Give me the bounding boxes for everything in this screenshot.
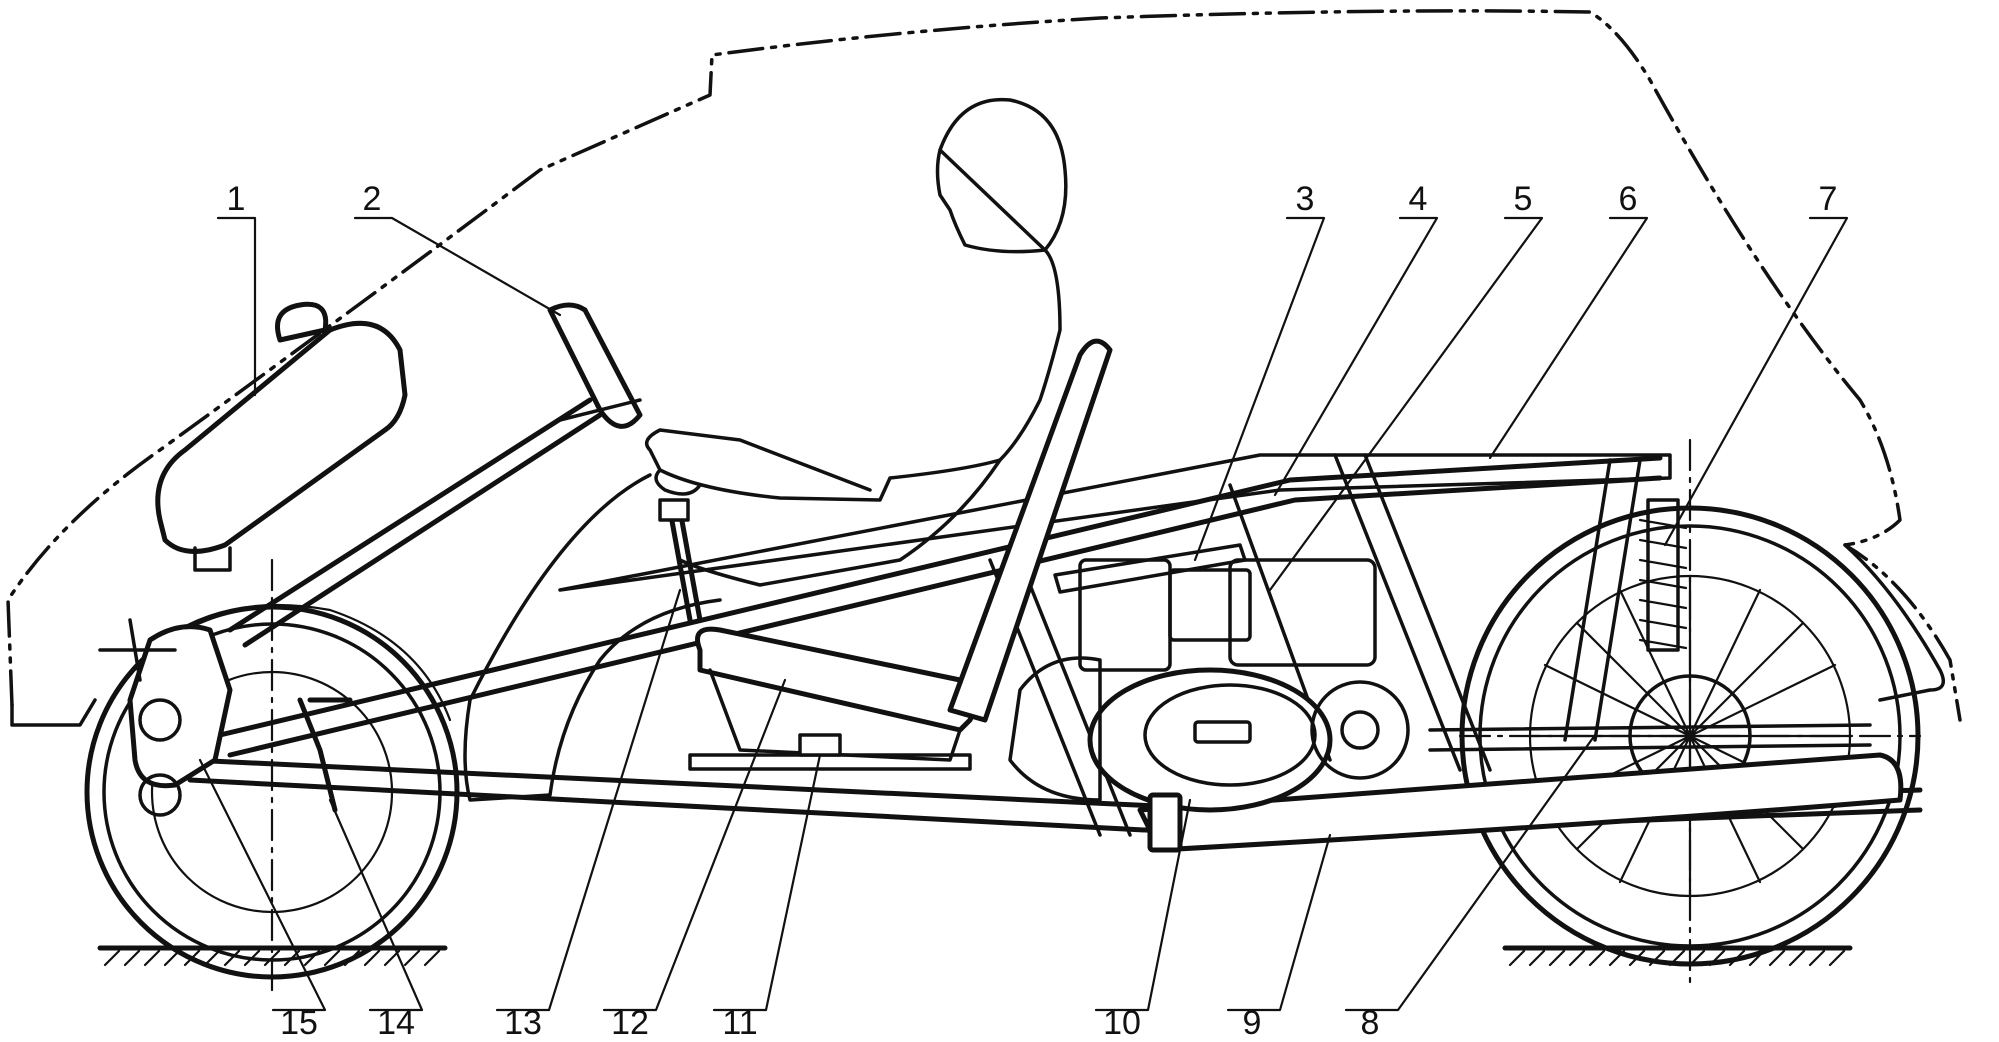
label-7: 7 <box>1819 180 1838 218</box>
leader-lines <box>198 216 1849 1012</box>
label-1: 1 <box>227 180 246 218</box>
label-2: 2 <box>363 180 382 218</box>
label-6: 6 <box>1619 180 1638 218</box>
label-11: 11 <box>722 1004 757 1042</box>
driver-silhouette <box>463 97 1068 802</box>
steering <box>227 302 643 648</box>
body-front-lower <box>10 698 97 727</box>
label-8: 8 <box>1361 1004 1380 1042</box>
label-5: 5 <box>1514 180 1533 218</box>
seat-mount <box>658 498 842 757</box>
rear-wheel <box>1458 438 1922 992</box>
label-9: 9 <box>1243 1004 1262 1042</box>
engine <box>1008 543 1410 853</box>
fuel-tank <box>155 301 408 572</box>
seat <box>688 338 1113 771</box>
label-14: 14 <box>377 1004 415 1042</box>
label-3: 3 <box>1296 180 1315 218</box>
part-labels: 1 2 3 4 5 6 7 8 9 10 11 12 13 14 15 <box>227 180 1838 1042</box>
label-15: 15 <box>280 1004 318 1042</box>
front-assembly <box>98 618 353 817</box>
label-10: 10 <box>1103 1004 1141 1042</box>
body-outline <box>6 9 1962 722</box>
body-rear-lower <box>1843 543 1946 702</box>
label-12: 12 <box>611 1004 649 1042</box>
swingarm <box>1137 752 1904 853</box>
label-13: 13 <box>504 1004 542 1042</box>
label-4: 4 <box>1409 180 1428 218</box>
rear-suspension <box>1638 498 1688 652</box>
